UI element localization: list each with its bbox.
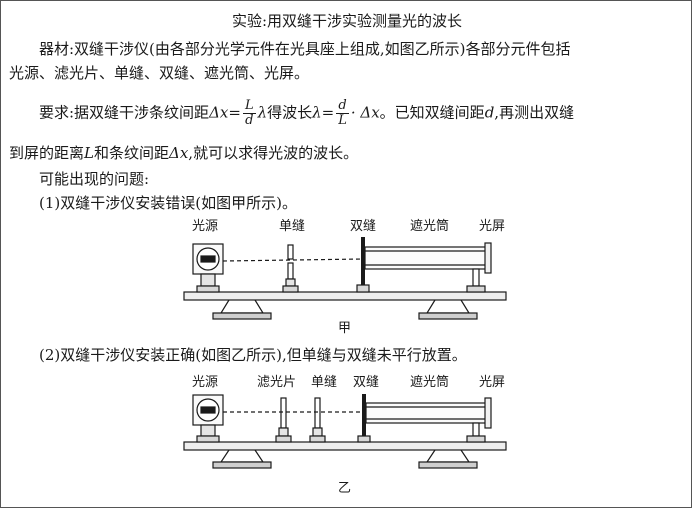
double-slit-yi	[362, 394, 366, 436]
rail-yi	[183, 441, 507, 451]
label-hood-yi: 遮光筒	[410, 375, 450, 390]
delta-x-symbol-2: Δx	[169, 144, 189, 162]
case2-heading: (2)双缝干涉仪安装正确(如图乙所示),但单缝与双缝未平行放置。	[39, 346, 467, 364]
fraction-denominator-2: L	[338, 113, 347, 128]
requirement-prefix: 要求:据双缝干涉条纹间距	[39, 103, 210, 122]
problems-intro: 可能出现的问题:	[39, 170, 150, 188]
label-single-slit-yi: 单缝	[311, 375, 338, 390]
fraction-denominator: d	[245, 113, 254, 128]
fraction-numerator: L	[242, 98, 256, 114]
label-light-source-yi: 光源	[192, 375, 219, 390]
equals-sign-2: =	[321, 103, 335, 122]
case1-heading: (1)双缝干涉仪安装错误(如图甲所示)。	[39, 194, 297, 212]
requirement-line2-prefix: 到屏的距离	[9, 144, 85, 162]
d-variable: d	[484, 103, 495, 122]
filter-yi	[280, 397, 287, 429]
label-single-slit-jia: 单缝	[279, 219, 306, 234]
caption-jia: 甲	[338, 321, 352, 336]
label-double-slit-yi: 双缝	[353, 375, 380, 390]
lambda-symbol-2: λ	[312, 103, 322, 122]
single-slit-jia	[287, 244, 294, 260]
page-title: 实验:用双缝干涉实验测量光的波长	[231, 12, 463, 30]
screen-jia	[484, 242, 492, 274]
label-filter-yi: 滤光片	[257, 375, 297, 390]
requirement-line2-suffix: ,就可以求得光波的波长。	[188, 144, 359, 162]
label-light-source-jia: 光源	[192, 219, 219, 234]
equals-sign: =	[228, 103, 241, 122]
screen-yi	[484, 397, 492, 429]
delta-x-symbol: Δx	[209, 103, 229, 122]
stand-left-yi	[219, 449, 265, 463]
label-screen-yi: 光屏	[479, 375, 506, 390]
label-screen-jia: 光屏	[479, 219, 506, 234]
requirement-line2-mid: 和条纹间距	[93, 144, 169, 162]
rail-jia	[183, 291, 507, 301]
label-double-slit-jia: 双缝	[350, 219, 377, 234]
requirement-suffix-2: ,再测出双缝	[494, 103, 575, 122]
requirement-mid: 得波长	[267, 103, 313, 122]
dot-delta-x: · Δx	[350, 103, 380, 122]
optical-axis-jia	[222, 258, 364, 262]
requirement-line-2: 到屏的距离L和条纹间距Δx,就可以求得光波的波长。	[9, 143, 358, 163]
caption-yi: 乙	[338, 481, 352, 496]
L-variable: L	[84, 144, 94, 162]
fraction-numerator-2: d	[336, 99, 349, 114]
label-hood-jia: 遮光筒	[410, 219, 450, 234]
lambda-symbol: λ	[257, 103, 268, 122]
single-slit-yi	[314, 397, 321, 429]
hood-tube-yi	[365, 402, 488, 424]
double-slit-jia	[361, 237, 365, 285]
equipment-line-1: 器材:双缝干涉仪(由各部分光学元件在光具座上组成,如图乙所示)各部分元件包括	[39, 40, 571, 58]
equipment-line-2: 光源、滤光片、单缝、双缝、遮光筒、光屏。	[9, 64, 310, 82]
requirement-suffix: 。已知双缝间距	[379, 103, 485, 122]
stand-right-yi	[425, 449, 471, 463]
